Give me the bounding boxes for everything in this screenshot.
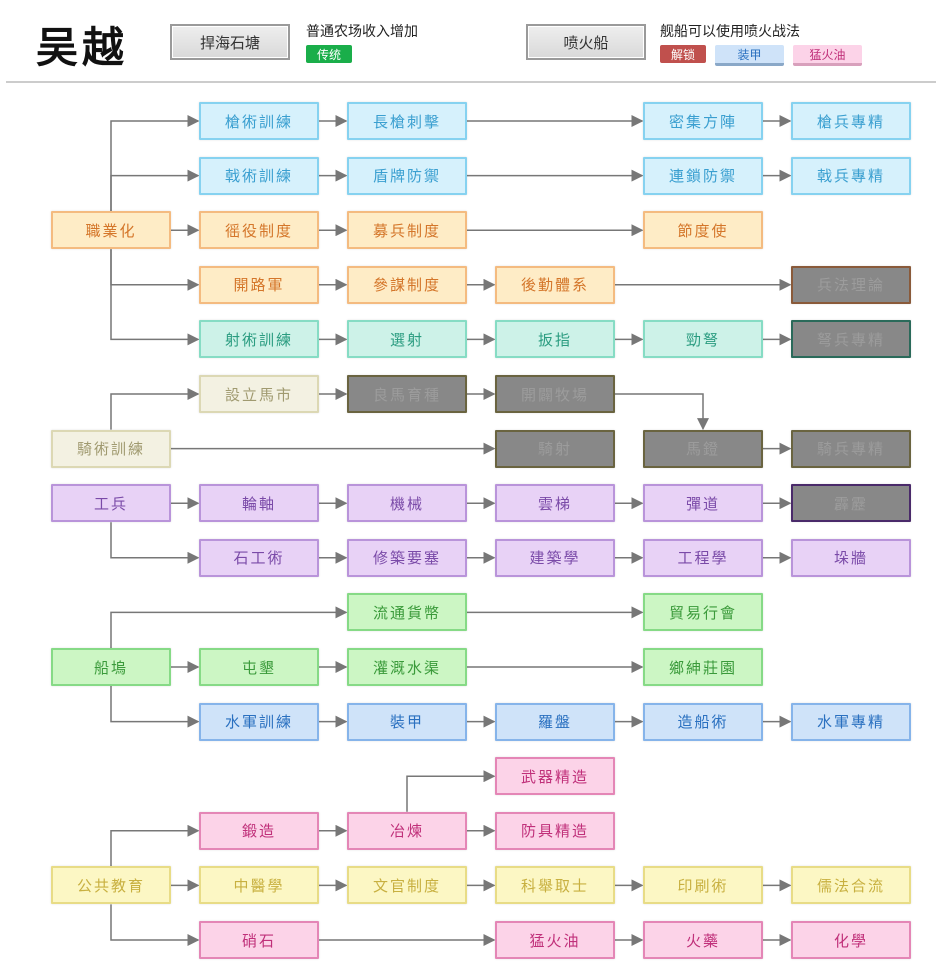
tech-node[interactable]: 火藥 xyxy=(643,921,763,959)
link-arrow xyxy=(110,115,200,212)
tech-node[interactable]: 開闢牧場 xyxy=(495,375,615,413)
link-arrow xyxy=(110,249,200,291)
tech-node[interactable]: 工兵 xyxy=(51,484,171,523)
link-arrow xyxy=(110,606,348,648)
tech-node[interactable]: 戟兵專精 xyxy=(791,156,911,195)
tech-node[interactable]: 鄉紳莊園 xyxy=(643,648,763,686)
tech-node[interactable]: 水軍訓練 xyxy=(199,702,319,741)
tech-node[interactable]: 騎術訓練 xyxy=(51,429,171,468)
tech-node[interactable]: 垛牆 xyxy=(791,538,911,577)
tech-node[interactable]: 騎兵專精 xyxy=(791,429,911,468)
wonder-button-1[interactable]: 捍海石塘 xyxy=(170,24,290,60)
link-arrow xyxy=(110,388,200,430)
tech-node[interactable]: 水軍專精 xyxy=(791,702,911,741)
wonder-1-desc: 普通农场收入增加 xyxy=(306,24,418,40)
tech-node[interactable]: 文官制度 xyxy=(347,866,467,905)
tech-node[interactable]: 灌溉水渠 xyxy=(347,648,467,686)
tech-node[interactable]: 流通貨幣 xyxy=(347,593,467,632)
tech-node[interactable]: 中醫學 xyxy=(199,866,319,905)
tech-node[interactable]: 武器精造 xyxy=(495,757,615,796)
tech-node[interactable]: 彈道 xyxy=(643,484,763,523)
tech-node[interactable]: 霹靂 xyxy=(791,484,911,523)
tech-node[interactable]: 機械 xyxy=(347,484,467,523)
tech-node[interactable]: 節度使 xyxy=(643,211,763,250)
wonder-1-tag: 传统 xyxy=(306,45,352,63)
tech-node[interactable]: 裝甲 xyxy=(347,702,467,741)
tech-node[interactable]: 密集方陣 xyxy=(643,102,763,140)
tech-node[interactable]: 貿易行會 xyxy=(643,593,763,632)
header-divider xyxy=(6,81,936,83)
tech-node[interactable]: 屯墾 xyxy=(199,648,319,686)
tech-node[interactable]: 槍術訓練 xyxy=(199,102,319,140)
tech-node[interactable]: 連鎖防禦 xyxy=(643,156,763,195)
tech-node[interactable]: 扳指 xyxy=(495,320,615,359)
tech-node[interactable]: 盾牌防禦 xyxy=(347,156,467,195)
link-arrow xyxy=(615,393,709,431)
tech-node[interactable]: 鍛造 xyxy=(199,811,319,850)
tech-node[interactable]: 雲梯 xyxy=(495,484,615,523)
tech-node[interactable]: 馬鐙 xyxy=(643,429,763,468)
wonder-2-tag-unlock: 解锁 xyxy=(660,45,706,63)
tech-node[interactable]: 戟術訓練 xyxy=(199,156,319,195)
tech-node[interactable]: 工程學 xyxy=(643,538,763,577)
link-arrow xyxy=(110,522,200,564)
tech-node[interactable]: 羅盤 xyxy=(495,702,615,741)
wonder-2-tag-oil[interactable]: 猛火油 xyxy=(793,45,862,66)
tech-node[interactable]: 印刷術 xyxy=(643,866,763,905)
civ-title: 吴越 xyxy=(36,23,129,72)
tech-node[interactable]: 參謀制度 xyxy=(347,265,467,304)
wonder-button-2[interactable]: 喷火船 xyxy=(526,24,646,60)
tech-node[interactable]: 兵法理論 xyxy=(791,265,911,304)
tech-node[interactable]: 選射 xyxy=(347,320,467,359)
tech-node[interactable]: 石工術 xyxy=(199,538,319,577)
tech-node[interactable]: 儒法合流 xyxy=(791,866,911,905)
link-arrow xyxy=(406,770,496,812)
tech-node[interactable]: 職業化 xyxy=(51,211,171,250)
tech-node[interactable]: 公共教育 xyxy=(51,866,171,905)
tech-node[interactable]: 設立馬市 xyxy=(199,375,319,413)
tech-node[interactable]: 猛火油 xyxy=(495,921,615,959)
tech-node[interactable]: 科舉取士 xyxy=(495,866,615,905)
tech-node[interactable]: 船塢 xyxy=(51,648,171,686)
tech-node[interactable]: 勁弩 xyxy=(643,320,763,359)
tech-node[interactable]: 後勤體系 xyxy=(495,265,615,304)
tech-node[interactable]: 建築學 xyxy=(495,538,615,577)
tech-node[interactable]: 防具精造 xyxy=(495,811,615,850)
tech-node[interactable]: 射術訓練 xyxy=(199,320,319,359)
wonder-2-tag-armor[interactable]: 装甲 xyxy=(715,45,784,66)
tech-node[interactable]: 騎射 xyxy=(495,429,615,468)
link-arrow xyxy=(110,169,200,212)
wonder-2-desc: 舰船可以使用喷火战法 xyxy=(660,24,800,40)
tech-node[interactable]: 輪軸 xyxy=(199,484,319,523)
tech-node[interactable]: 冶煉 xyxy=(347,811,467,850)
tech-node[interactable]: 募兵制度 xyxy=(347,211,467,250)
tech-node[interactable]: 造船術 xyxy=(643,702,763,741)
tech-node[interactable]: 開路軍 xyxy=(199,265,319,304)
link-arrow xyxy=(110,686,200,728)
link-arrow xyxy=(110,904,200,946)
tech-node[interactable]: 長槍刺擊 xyxy=(347,102,467,140)
tech-node[interactable]: 槍兵專精 xyxy=(791,102,911,140)
tech-node[interactable]: 良馬育種 xyxy=(347,375,467,413)
tech-node[interactable]: 修築要塞 xyxy=(347,538,467,577)
link-arrow xyxy=(110,824,200,867)
tech-node[interactable]: 弩兵專精 xyxy=(791,320,911,359)
tech-node[interactable]: 徭役制度 xyxy=(199,211,319,250)
tech-node[interactable]: 化學 xyxy=(791,921,911,959)
link-arrow xyxy=(110,249,200,346)
tech-node[interactable]: 硝石 xyxy=(199,921,319,959)
